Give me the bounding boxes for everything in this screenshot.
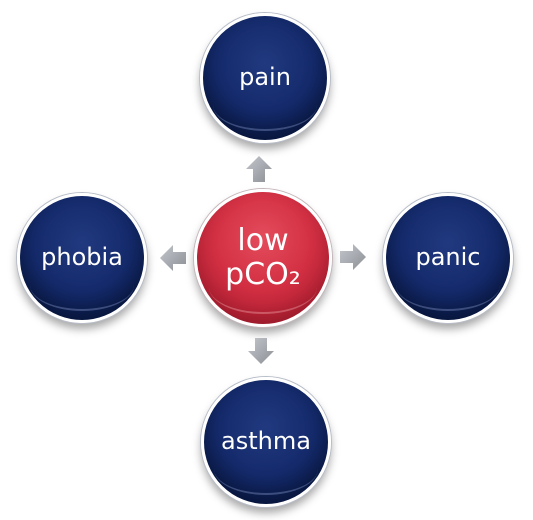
arrow-left-icon — [159, 244, 187, 272]
arrow-up-icon — [245, 155, 273, 183]
node-phobia: phobia — [17, 193, 147, 323]
arrow-right-icon — [339, 243, 367, 271]
node-asthma-label: asthma — [221, 427, 311, 456]
node-asthma: asthma — [201, 377, 331, 507]
center-label-line1: low — [237, 222, 289, 258]
node-center-low-pco2: low pCO₂ — [194, 189, 332, 327]
node-pain: pain — [200, 13, 330, 143]
node-panic-label: panic — [415, 243, 481, 272]
arrow-down-icon — [247, 337, 275, 365]
center-label-line2: pCO₂ — [225, 257, 301, 292]
node-phobia-label: phobia — [41, 243, 123, 272]
node-panic: panic — [383, 193, 513, 323]
node-pain-label: pain — [239, 63, 291, 92]
